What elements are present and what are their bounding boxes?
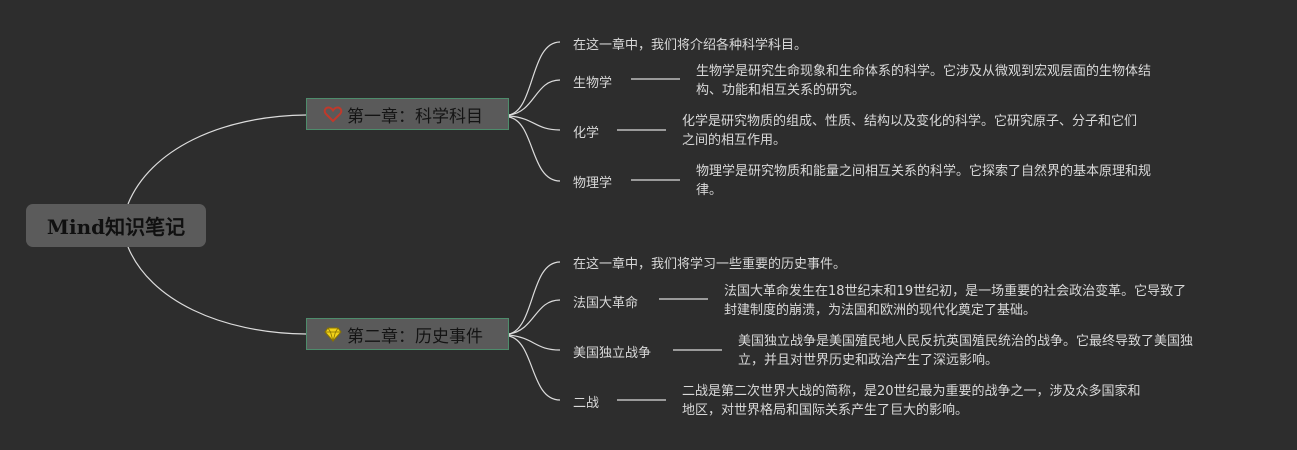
connector-ch1-topic-3 [508, 116, 561, 182]
topic-french-revolution[interactable]: 法国大革命 [573, 296, 639, 311]
note-physics[interactable]: 物理学是研究物质和能量之间相互关系的科学。它探索了自然界的基本原理和规 律。 [696, 164, 1152, 198]
heart-icon [323, 104, 343, 124]
note-ww2[interactable]: 二战是第二次世界大战的简称，是20世纪最为重要的战争之一，涉及众多国家和 地区，… [682, 384, 1141, 418]
note-biology[interactable]: 生物学是研究生命现象和生命体系的科学。它涉及从微观到宏观层面的生物体结 构、功能… [696, 64, 1152, 98]
chapter-label: 第一章：科学科目 [347, 106, 483, 127]
connector-root-chapter-1 [127, 114, 307, 205]
connector-ch2-topic-1 [508, 299, 561, 335]
topic-chemistry[interactable]: 化学 [573, 126, 600, 141]
connector-ch2-intro [508, 261, 561, 335]
diamond-icon [323, 324, 343, 344]
chapter-label: 第二章：历史事件 [347, 326, 483, 347]
connector-ch1-topic-1 [508, 79, 561, 116]
note-chemistry[interactable]: 化学是研究物质的组成、性质、结构以及变化的科学。它研究原子、分子和它们 之间的相… [682, 114, 1138, 148]
connector-ch1-intro [508, 41, 561, 116]
connector-root-chapter-2 [127, 246, 307, 335]
topic-american-war[interactable]: 美国独立战争 [573, 346, 652, 361]
chapter-intro[interactable]: 在这一章中，我们将学习一些重要的历史事件。 [573, 257, 847, 272]
topic-ww2[interactable]: 二战 [573, 396, 600, 411]
note-american-war[interactable]: 美国独立战争是美国殖民地人民反抗英国殖民统治的战争。它最终导致了美国独 立，并且… [738, 334, 1194, 368]
chapter-node-history[interactable]: 第二章：历史事件 [306, 318, 509, 350]
root-node[interactable]: Mind知识笔记 [26, 204, 206, 247]
connector-ch1-topic-2 [508, 115, 561, 131]
note-french-revolution[interactable]: 法国大革命发生在18世纪末和19世纪初，是一场重要的社会政治变革。它导致了 封建… [724, 284, 1187, 318]
topic-physics[interactable]: 物理学 [573, 176, 613, 191]
chapter-intro[interactable]: 在这一章中，我们将介绍各种科学科目。 [573, 38, 808, 53]
topic-biology[interactable]: 生物学 [573, 76, 613, 91]
root-title: Mind知识笔记 [46, 215, 186, 239]
connector-ch2-topic-3 [508, 335, 561, 401]
connector-ch2-topic-2 [508, 334, 561, 351]
chapter-node-science[interactable]: 第一章：科学科目 [306, 98, 509, 130]
